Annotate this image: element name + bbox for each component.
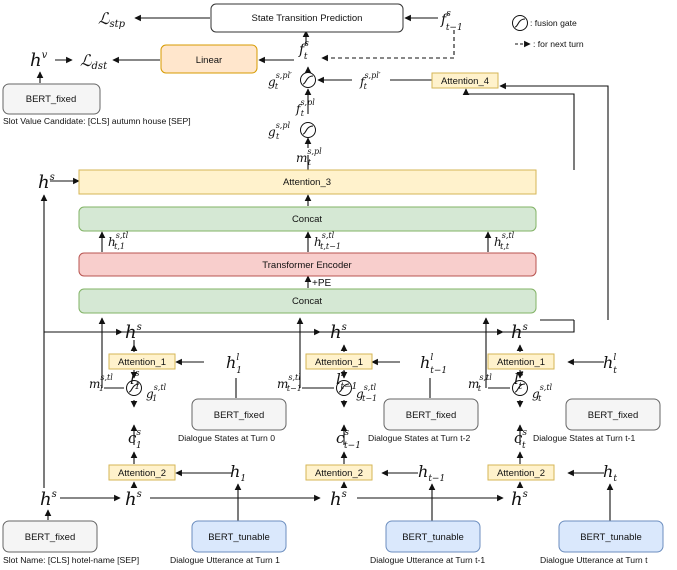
bert-fixed-label: BERT_fixed bbox=[588, 410, 639, 421]
fusion-gate-icon bbox=[126, 380, 142, 396]
box-transformer-encoder: Transformer Encoder bbox=[78, 252, 537, 277]
caption-states-turn-t2: Dialogue States at Turn t-2 bbox=[368, 433, 470, 443]
bert-fixed-label: BERT_fixed bbox=[25, 532, 76, 543]
transformer-label: Transformer Encoder bbox=[262, 260, 351, 271]
box-bert-fixed-states-0: BERT_fixed bbox=[191, 398, 287, 431]
bert-fixed-label: BERT_fixed bbox=[214, 410, 265, 421]
concat-top-label: Concat bbox=[292, 214, 322, 225]
caption-slot-name: Slot Name: [CLS] hotel-name [SEP] bbox=[3, 555, 139, 565]
fusion-gate-icon bbox=[336, 380, 352, 396]
g-pl-prime-symbol: gs,pl′t bbox=[268, 71, 292, 91]
pe-label: +PE bbox=[312, 278, 332, 289]
fusion-gate-legend-icon bbox=[512, 15, 528, 31]
attention-2-label: Attention_2 bbox=[315, 468, 363, 479]
hs-row-symbol: hs bbox=[125, 322, 142, 343]
hs-bottom-symbol: hs bbox=[125, 489, 142, 510]
box-bert-fixed-states-t1: BERT_fixed bbox=[565, 398, 661, 431]
box-attention-1-turn-t: Attention_1 bbox=[487, 353, 555, 370]
captions: Slot Value Candidate: [CLS] autumn house… bbox=[3, 116, 648, 565]
attention-1-label: Attention_1 bbox=[315, 357, 363, 368]
bert-tunable-label: BERT_tunable bbox=[580, 532, 642, 543]
bert-tunable-label: BERT_tunable bbox=[402, 532, 464, 543]
bert-fixed-value-label: BERT_fixed bbox=[26, 94, 77, 105]
attention-4-label: Attention_4 bbox=[441, 76, 489, 87]
caption-states-turn-t1: Dialogue States at Turn t-1 bbox=[533, 433, 635, 443]
hs-bottom-symbol: hs bbox=[511, 489, 528, 510]
box-bert-tunable-turn-1: BERT_tunable bbox=[191, 520, 287, 553]
hs-row-symbol: hs bbox=[330, 322, 347, 343]
box-state-transition-prediction: State Transition Prediction bbox=[210, 3, 404, 33]
box-concat-bottom: Concat bbox=[78, 288, 537, 314]
box-bert-fixed-value: BERT_fixed bbox=[2, 83, 101, 115]
box-concat-top: Concat bbox=[78, 206, 537, 232]
caption-states-turn-0: Dialogue States at Turn 0 bbox=[178, 433, 275, 443]
h-t-minus-1-symbol: ht−1 bbox=[418, 462, 445, 484]
concat-bottom-label: Concat bbox=[292, 296, 322, 307]
attention-3-label: Attention_3 bbox=[283, 177, 331, 188]
box-attention-2-turn-t: Attention_2 bbox=[487, 464, 555, 481]
linear-label: Linear bbox=[196, 55, 222, 66]
loss-stp-symbol: ℒstp bbox=[98, 9, 126, 30]
box-linear: Linear bbox=[160, 44, 258, 74]
attention-1-label: Attention_1 bbox=[497, 357, 545, 368]
box-attention-3: Attention_3 bbox=[78, 169, 537, 195]
legend-next-turn: : for next turn bbox=[533, 39, 584, 49]
loss-dst-symbol: ℒdst bbox=[80, 51, 108, 72]
fusion-gate-icon bbox=[300, 72, 316, 88]
box-attention-2-turn-t1: Attention_2 bbox=[305, 464, 373, 481]
box-bert-fixed-states-t2: BERT_fixed bbox=[383, 398, 479, 431]
caption-slot-value-candidate: Slot Value Candidate: [CLS] autumn house… bbox=[3, 116, 191, 126]
hs-bottom-symbol: hs bbox=[330, 489, 347, 510]
h-t-symbol: ht bbox=[603, 462, 617, 484]
bert-tunable-label: BERT_tunable bbox=[208, 532, 270, 543]
box-bert-tunable-turn-t1: BERT_tunable bbox=[385, 520, 481, 553]
attention-2-label: Attention_2 bbox=[118, 468, 166, 479]
attention-2-label: Attention_2 bbox=[497, 468, 545, 479]
box-bert-fixed-slot: BERT_fixed bbox=[2, 520, 98, 553]
legend-fusion-gate: : fusion gate bbox=[530, 18, 577, 28]
box-bert-tunable-turn-t: BERT_tunable bbox=[558, 520, 664, 553]
f-pl-prime-symbol: fs,pl′t bbox=[359, 71, 381, 91]
box-attention-4: Attention_4 bbox=[431, 72, 499, 89]
caption-utt-turn-1: Dialogue Utterance at Turn 1 bbox=[170, 555, 280, 565]
caption-utt-turn-t1: Dialogue Utterance at Turn t-1 bbox=[370, 555, 485, 565]
hs-row-symbol: hs bbox=[511, 322, 528, 343]
fusion-gate-icon bbox=[512, 380, 528, 396]
hs-left-symbol: hs bbox=[38, 172, 55, 193]
fusion-gate-icon bbox=[300, 122, 316, 138]
connectors bbox=[36, 14, 614, 522]
attention-1-label: Attention_1 bbox=[118, 357, 166, 368]
box-attention-1-turn-1: Attention_1 bbox=[108, 353, 176, 370]
stp-label: State Transition Prediction bbox=[252, 13, 363, 24]
box-attention-2-turn-1: Attention_2 bbox=[108, 464, 176, 481]
hv-symbol: hv bbox=[30, 50, 48, 71]
caption-utt-turn-t: Dialogue Utterance at Turn t bbox=[540, 555, 648, 565]
bert-fixed-label: BERT_fixed bbox=[406, 410, 457, 421]
h-1-symbol: h1 bbox=[230, 462, 246, 484]
legend: : fusion gate : for next turn bbox=[512, 15, 584, 49]
box-attention-1-turn-t1: Attention_1 bbox=[305, 353, 373, 370]
hs-bottom-symbol: hs bbox=[40, 489, 57, 510]
